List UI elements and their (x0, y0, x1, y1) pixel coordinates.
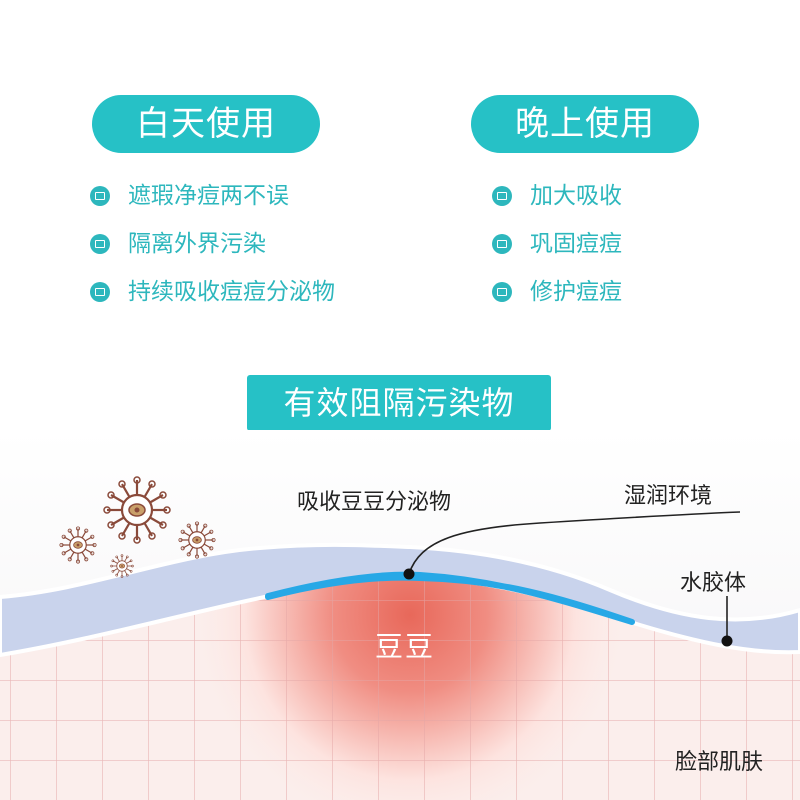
germ-icon (178, 521, 216, 559)
list-item: 修护痘痘 (492, 279, 622, 327)
absorb-label: 吸收豆豆分泌物 (297, 490, 452, 515)
hydrocolloid-label: 水胶体 (680, 571, 747, 596)
list-item: 加大吸收 (492, 183, 622, 231)
night-feature-list: 加大吸收 巩固痘痘 修护痘痘 (492, 183, 622, 327)
folder-bullet-icon (90, 186, 110, 206)
list-item-label: 遮瑕净痘两不误 (128, 183, 289, 209)
pimple-label: 豆豆 (375, 630, 436, 663)
hydrocolloid-pointer-dot (721, 635, 733, 647)
skin-diagram (0, 430, 800, 800)
folder-bullet-icon (492, 282, 512, 302)
list-item-label: 持续吸收痘痘分泌物 (128, 279, 335, 305)
list-item: 遮瑕净痘两不误 (90, 183, 335, 231)
day-use-pill: 白天使用 (92, 95, 320, 153)
skin-label: 脸部肌肤 (675, 750, 764, 775)
list-item-label: 隔离外界污染 (128, 231, 266, 257)
folder-bullet-icon (90, 282, 110, 302)
day-feature-list: 遮瑕净痘两不误 隔离外界污染 持续吸收痘痘分泌物 (90, 183, 335, 327)
night-use-pill: 晚上使用 (471, 95, 699, 153)
list-item: 持续吸收痘痘分泌物 (90, 279, 335, 327)
list-item: 隔离外界污染 (90, 231, 335, 279)
folder-bullet-icon (492, 186, 512, 206)
germ-icon (110, 554, 134, 578)
barrier-banner: 有效阻隔污染物 (247, 375, 551, 431)
germ-group (59, 476, 216, 578)
list-item-label: 加大吸收 (530, 183, 622, 209)
germ-icon (59, 526, 97, 564)
list-item-label: 巩固痘痘 (530, 231, 622, 257)
list-item: 巩固痘痘 (492, 231, 622, 279)
list-item-label: 修护痘痘 (530, 279, 622, 305)
absorbing-layer (265, 571, 635, 625)
folder-bullet-icon (90, 234, 110, 254)
moist-label: 湿润环境 (624, 484, 713, 509)
folder-bullet-icon (492, 234, 512, 254)
absorb-pointer-line (408, 511, 741, 575)
absorb-pointer-dot (403, 568, 415, 580)
germ-icon (103, 476, 171, 544)
